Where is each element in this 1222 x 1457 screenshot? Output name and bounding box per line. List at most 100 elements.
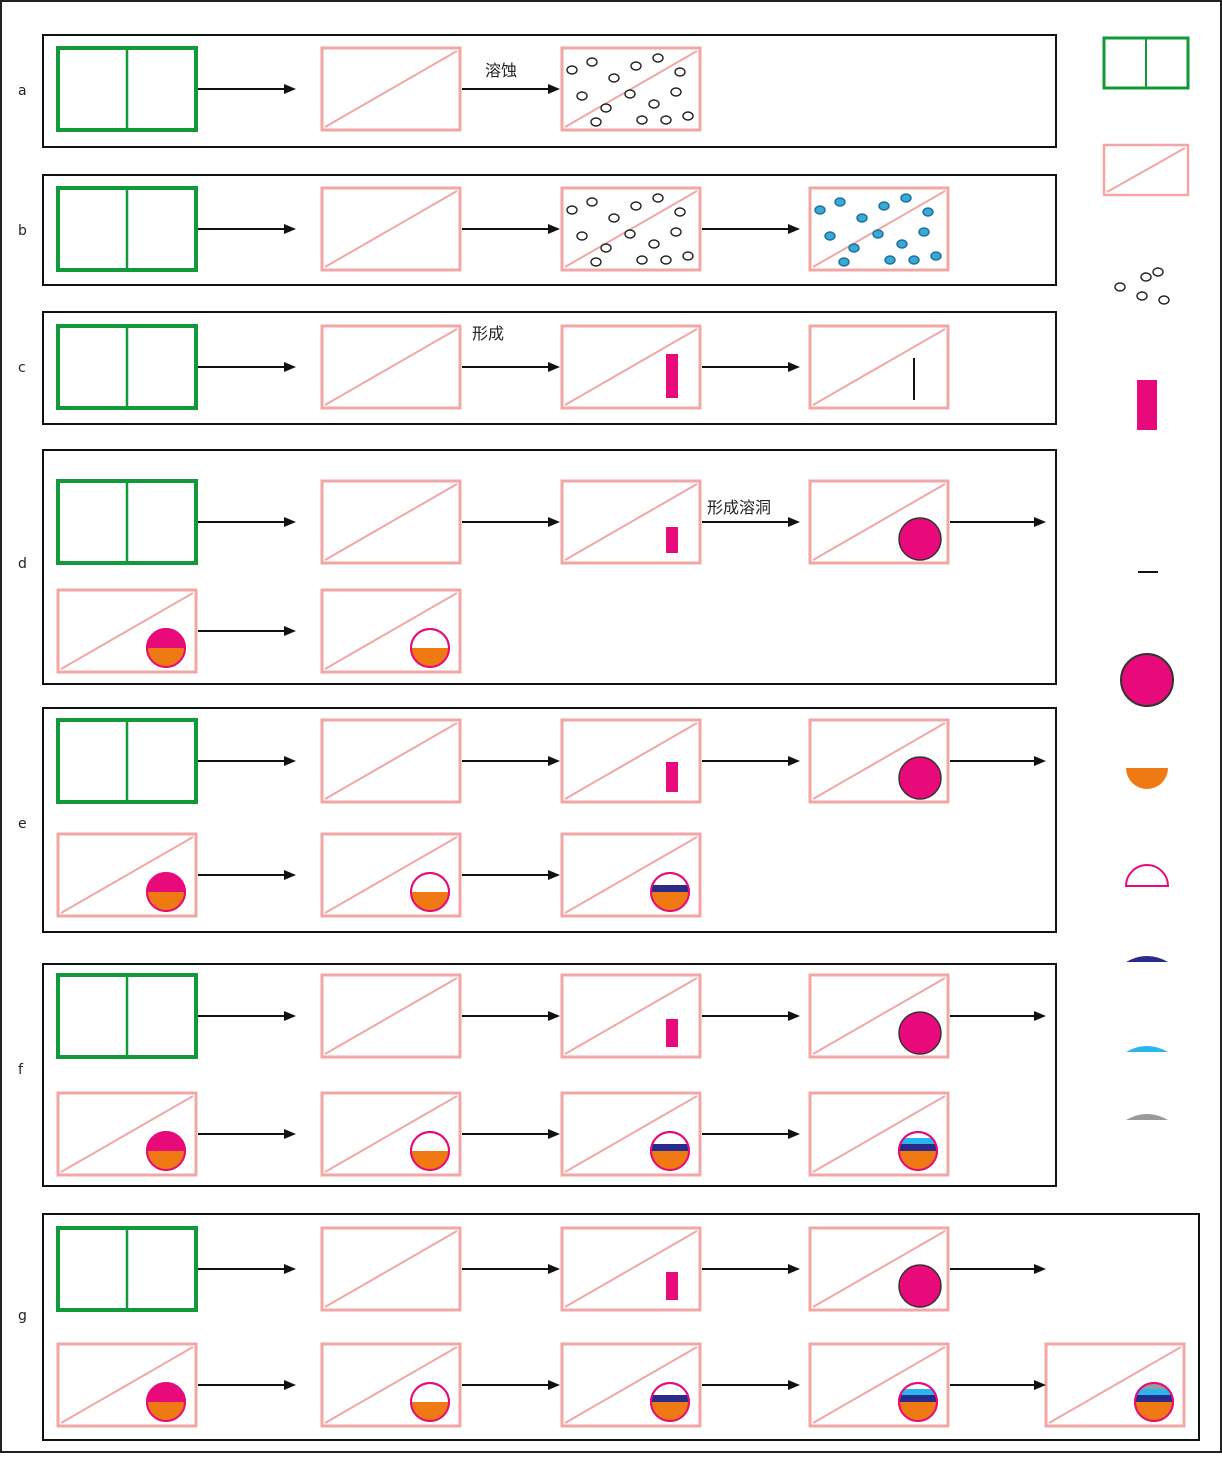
g-cave-6-grey [1135,1383,1173,1389]
f-cave-5-navy [899,1144,937,1151]
b-filled-pore-6 [824,231,836,241]
a-pore-14 [682,111,694,121]
panel-label-g: g [18,1308,27,1324]
legend-grey-swatch [1126,1114,1168,1120]
legend-pore-4 [1158,295,1170,305]
b-pore-11 [590,257,602,267]
panel-frame-a [42,34,1057,148]
g-arrow-8-head [1034,1380,1046,1390]
panel-frame-b [42,174,1057,286]
b-limestone-3-diagonal [812,190,946,268]
e-arrow-5-head [284,870,296,880]
legend-pore-1 [1140,272,1152,282]
e-limestone-6-diagonal [564,836,698,914]
d-cave [898,517,942,561]
b-pore-3 [630,201,642,211]
c-arrow-3-head [788,362,800,372]
b-arrow-1-head [284,224,296,234]
g-arrow-1-head [284,1264,296,1274]
a-pore-7 [600,103,612,113]
f-cave-2-orange [147,1151,185,1170]
c-fracture [666,354,678,398]
b-pore-13 [660,255,672,265]
b-pore-14 [682,251,694,261]
a-pore-10 [670,87,682,97]
legend-limestone-diagonal [1106,147,1186,193]
b-filled-pore-13 [908,255,920,265]
b-pore-2 [608,213,620,223]
d-cave-2-orange [147,648,185,667]
legend-pore-0 [1114,282,1126,292]
g-arrow-6-head [548,1380,560,1390]
d-arrow-4-head [1034,517,1046,527]
g-limestone-7-diagonal [812,1346,946,1424]
a-pore-12 [636,115,648,125]
g-cave-5-navy [899,1395,937,1402]
a-pore-4 [652,53,664,63]
e-cave-4-navy [651,885,689,892]
b-filled-pore-12 [884,255,896,265]
f-limestone-4-diagonal [60,1095,194,1173]
b-filled-pore-2 [856,213,868,223]
arrow-label-d-3: 形成溶洞 [707,498,771,517]
panel-frame-f [42,963,1057,1187]
g-cave [898,1264,942,1308]
g-arrow-3-head [788,1264,800,1274]
g-cave-5-orange [899,1402,937,1421]
f-cave-5-ring [898,1131,938,1171]
panel-label-c: c [18,360,26,376]
legend-fracture-swatch [1137,380,1157,430]
e-arrow-1-head [284,756,296,766]
g-cave-4-ring [650,1382,690,1422]
a-limestone-1-diagonal [324,50,458,128]
d-cave-2-ring [146,628,186,668]
f-cave [898,1011,942,1055]
f-limestone-7-diagonal [812,1095,946,1173]
f-arrow-7-head [788,1129,800,1139]
panel-label-a: a [18,83,27,99]
e-cave-2-ring [146,872,186,912]
panel-frame-c [42,311,1057,425]
a-arrow-1-head [284,84,296,94]
c-arrow-2-head [548,362,560,372]
legend-pore-space-swatch [1124,864,1170,887]
legend-navy-swatch [1126,956,1168,962]
legend-blue-swatch [1126,1046,1168,1052]
d-fracture [666,527,678,553]
a-pore-1 [586,57,598,67]
f-fracture [666,1019,678,1047]
b-arrow-2-head [548,224,560,234]
b-pore-8 [624,229,636,239]
g-arrow-2-head [548,1264,560,1274]
b-filled-pore-1 [834,197,846,207]
b-pore-9 [648,239,660,249]
b-filled-pore-3 [878,201,890,211]
f-arrow-1-head [284,1011,296,1021]
d-arrow-1-head [284,517,296,527]
f-cave-3-orange [411,1151,449,1170]
arrow-label-c-2: 形成 [472,324,504,343]
d-cave-3-ring [410,628,450,668]
g-cave-4-orange [651,1402,689,1421]
g-limestone-1-diagonal [324,1230,458,1308]
legend-pore-3 [1136,291,1148,301]
d-arrow-5-head [284,626,296,636]
a-limestone-2-diagonal [564,50,698,128]
f-limestone-5-diagonal [324,1095,458,1173]
g-cave-3-orange [411,1402,449,1421]
f-cave-2-ring [146,1131,186,1171]
b-pore-0 [566,205,578,215]
f-arrow-4-head [1034,1011,1046,1021]
d-arrow-2-head [548,517,560,527]
b-pore-1 [586,197,598,207]
f-cave-3-ring [410,1131,450,1171]
b-filled-pore-7 [848,243,860,253]
g-cave-5-blue [899,1389,937,1395]
b-filled-pore-11 [838,257,850,267]
legend-orange-swatch [1126,768,1168,789]
e-arrow-6-head [548,870,560,880]
e-cave-4-orange [651,892,689,911]
g-cave-3-ring [410,1382,450,1422]
